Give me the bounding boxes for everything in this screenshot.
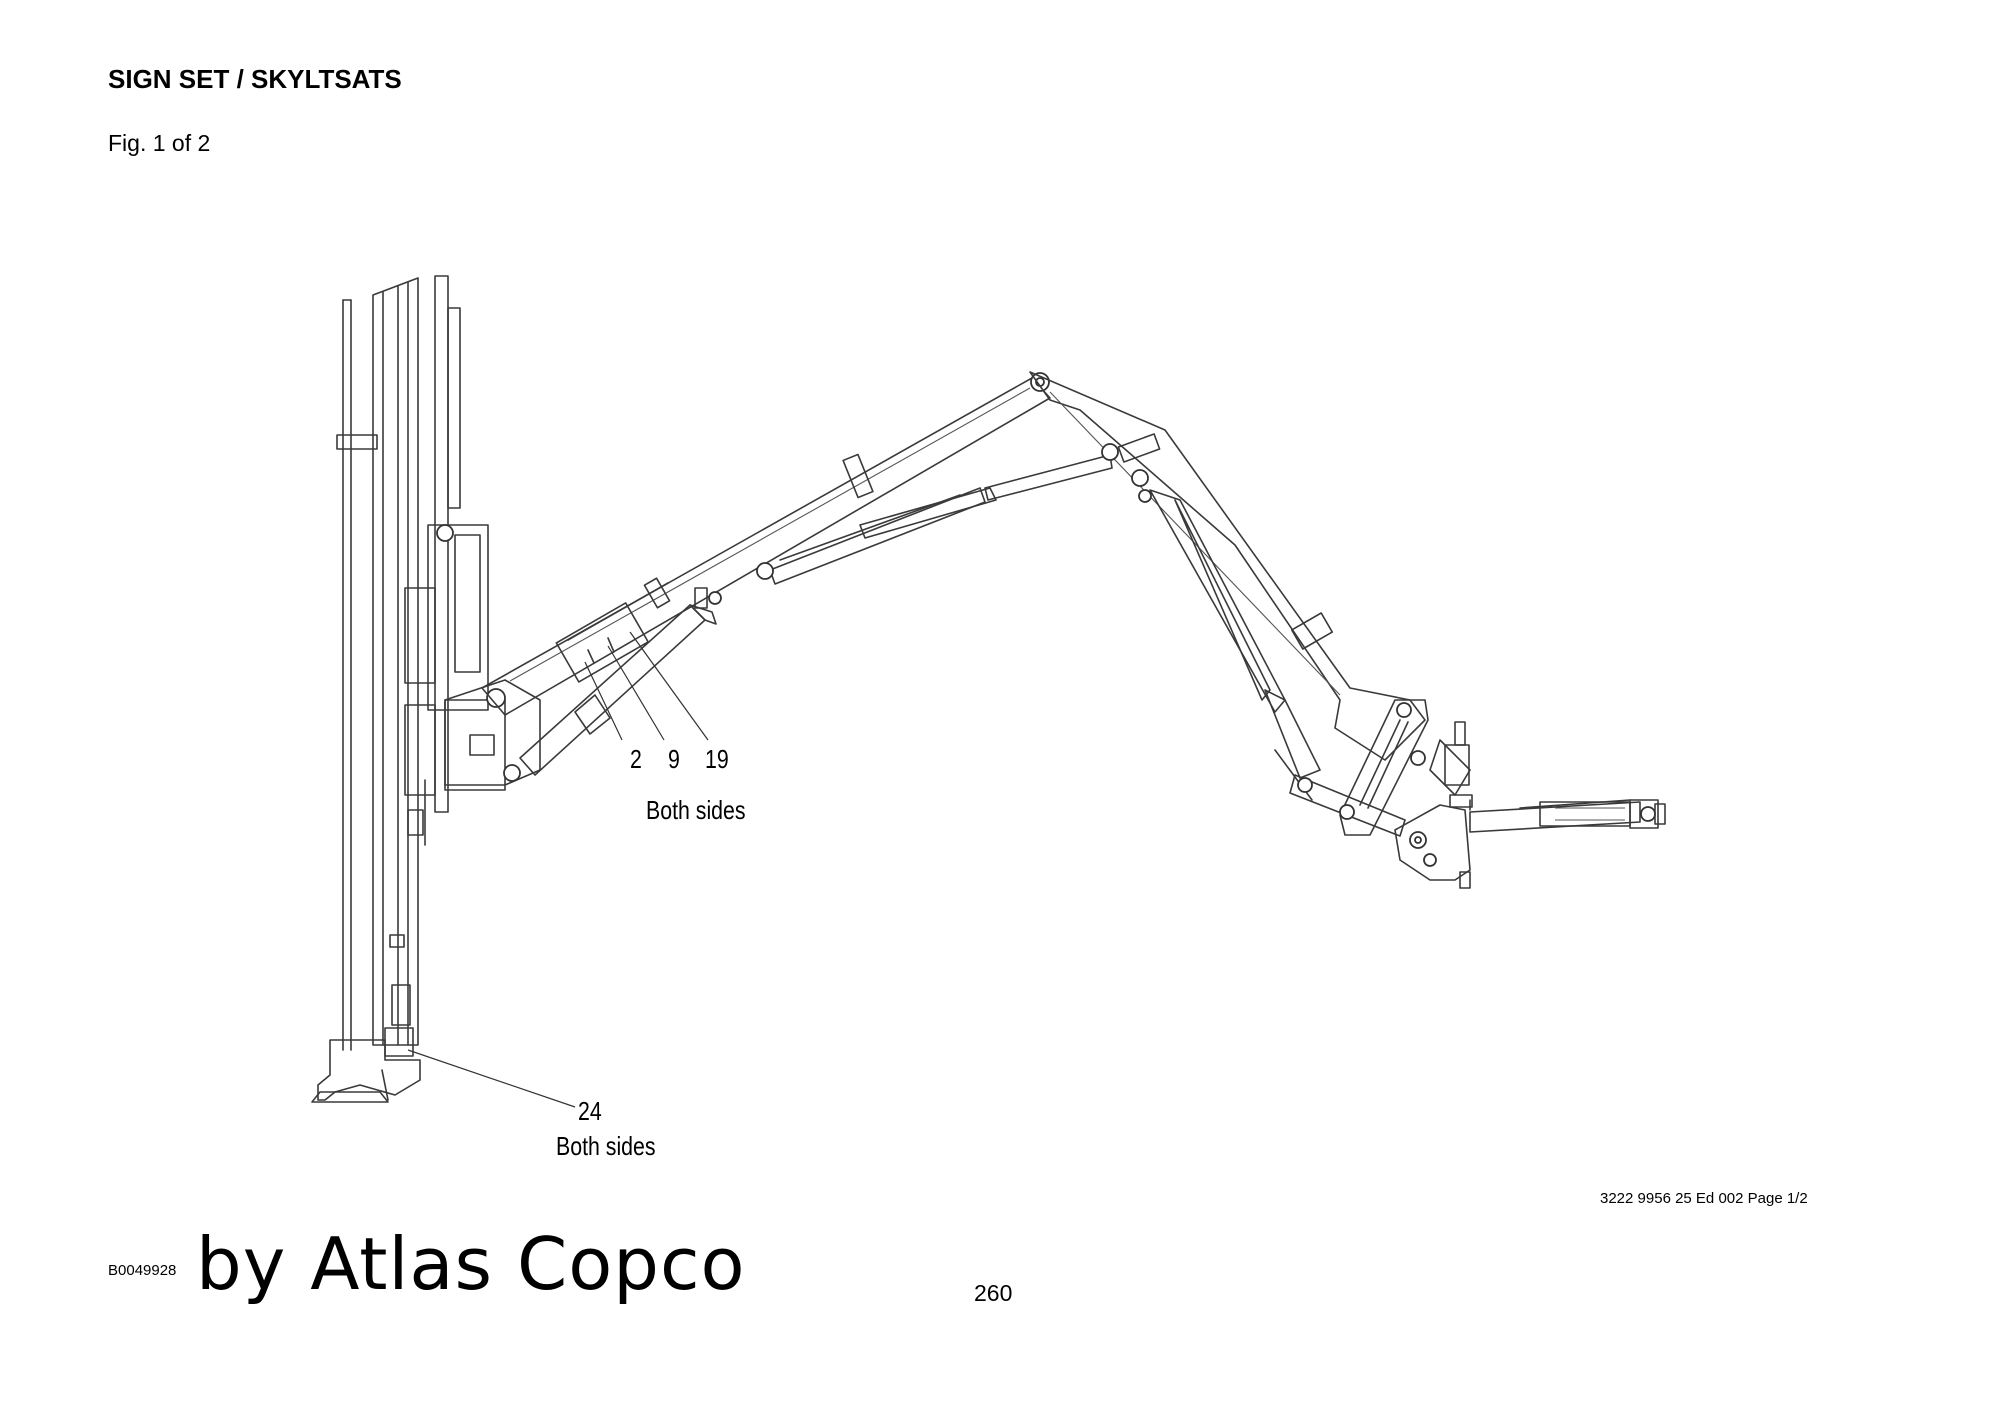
callout-leaders bbox=[407, 631, 709, 1108]
figure-label: Fig. 1 of 2 bbox=[108, 130, 211, 156]
feed-beam bbox=[336, 275, 461, 1051]
boom-lower-link bbox=[519, 577, 722, 776]
document-reference: 3222 9956 25 Ed 002 Page 1/2 bbox=[1600, 1190, 1808, 1207]
callout-note-lower: Both sides bbox=[556, 1131, 656, 1161]
page-title: SIGN SET / SKYLTSATS bbox=[108, 64, 402, 94]
drawing-number: B0049928 bbox=[108, 1262, 177, 1279]
boom-upper-link bbox=[1138, 489, 1406, 837]
callout-note-upper: Both sides bbox=[646, 795, 746, 825]
callout-item-2: 2 bbox=[630, 744, 642, 774]
wrist-cylinder bbox=[1469, 799, 1666, 833]
boom-upper bbox=[1029, 371, 1426, 761]
boom-main bbox=[481, 372, 1051, 716]
feed-foot bbox=[311, 1027, 421, 1103]
brand-text: by Atlas Copco bbox=[196, 1222, 746, 1306]
callout-item-19: 19 bbox=[705, 744, 729, 774]
callout-item-24: 24 bbox=[578, 1096, 602, 1126]
slotted-link bbox=[1339, 699, 1429, 836]
boom-lift-cylinder bbox=[756, 453, 1113, 585]
callout-item-9: 9 bbox=[668, 744, 680, 774]
page-number: 260 bbox=[974, 1280, 1013, 1306]
wrist-unit bbox=[1394, 721, 1473, 889]
feed-cradle bbox=[389, 524, 541, 1026]
